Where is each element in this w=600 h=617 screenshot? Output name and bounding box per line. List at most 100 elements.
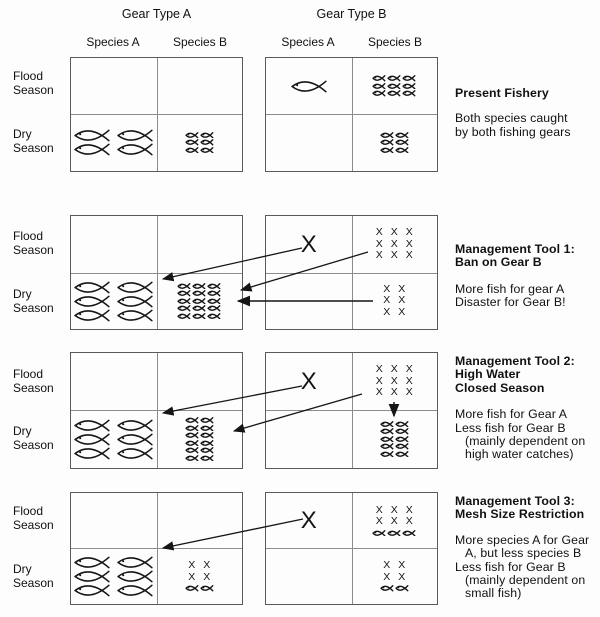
cell-tool3-gearA-dry-speciesA [71,549,157,603]
big-fish-icon [117,570,153,582]
small-fish-row [372,90,416,97]
x-mark-icon: X [375,237,383,250]
small-fish-icon [185,432,199,439]
big-fish-group [72,555,155,598]
x-mark-icon: X [383,305,391,318]
big-x-icon: X [300,506,317,534]
cell-tool3-gearA-flood-speciesA [71,493,157,548]
cell-present-gearA-dry-speciesB [157,115,243,170]
cell-tool2-gearA-dry-speciesB [157,411,243,467]
row-label-dry-tool2: Dry Season [13,424,54,452]
small-fish-icon [200,447,214,454]
small-fish-row [185,424,214,432]
big-x-group: X [301,232,317,257]
small-fish-row [380,139,409,146]
small-fish-icon [200,454,214,461]
big-fish-icon [117,584,153,596]
x-mark-icon: X [390,515,398,528]
big-fish-row [72,432,155,447]
x-mark-icon: X [390,249,398,262]
small-fish-icon [380,428,394,435]
column-divider [156,216,158,329]
cell-present-gearB-flood-speciesA [266,58,352,114]
small-fish-icon [380,146,394,154]
big-fish-icon [74,447,110,459]
x-mark-icon: X [405,249,413,262]
small-fish-row [185,432,214,439]
small-fish-icon [185,585,199,592]
x-mark-icon: X [375,386,383,399]
big-fish-row [72,142,155,157]
small-fish-icon [200,417,214,424]
small-fish-group [185,417,214,461]
small-fish-row [380,146,409,154]
small-fish-icon [402,82,416,90]
row-label-flood-tool2: Flood Season [13,367,54,395]
small-fish-icon [380,435,394,443]
small-fish-icon [402,90,416,97]
small-fish-icon [207,290,221,297]
gear-b-species-a-header: Species A [281,35,335,49]
small-fish-row [380,585,409,592]
small-fish-icon [402,529,416,537]
row-divider [71,273,242,275]
x-mark-icon: X [398,305,406,318]
small-fish-icon [380,131,394,139]
big-fish-group [289,79,329,94]
small-fish-icon [207,297,221,305]
big-x-group: X [301,369,317,394]
small-fish-icon [395,435,409,443]
cell-tool3-gearA-flood-speciesB [157,493,243,548]
small-fish-icon [192,282,206,290]
row-divider [266,548,437,550]
big-fish-icon [74,419,110,431]
small-fish-group [380,131,409,154]
small-fish-icon [395,450,409,458]
big-fish-icon [74,584,110,596]
x-mark-icon: X [390,226,398,239]
x-mark-icon: X [375,249,383,262]
x-mark-icon: X [375,503,383,516]
big-fish-icon [117,281,153,293]
x-mark-icon: X [398,282,406,295]
small-fish-icon [380,420,394,428]
big-fish-icon [117,419,153,431]
x-mark-icon: X [405,515,413,528]
small-fish-group [380,585,409,592]
big-fish-group [72,280,155,323]
small-fish-icon [192,312,206,320]
small-fish-group [380,420,409,458]
small-fish-icon [372,529,386,537]
big-fish-icon [74,556,110,568]
small-fish-icon [177,312,191,320]
big-fish-group [72,128,155,157]
small-fish-icon [380,585,394,592]
x-mark-icon: X [398,570,406,583]
small-fish-icon [192,290,206,297]
small-fish-icon [200,439,214,446]
big-fish-icon [117,129,153,142]
big-fish-row [72,294,155,309]
big-fish-group [72,418,155,461]
row-label-dry-tool3: Dry Season [13,562,54,590]
cell-tool2-gearA-dry-speciesA [71,411,157,467]
small-fish-row [185,146,214,154]
big-fish-row [72,418,155,433]
big-fish-row [72,555,155,570]
x-mark-icon: X [383,570,391,583]
big-fish-icon [74,433,110,445]
big-fish-icon [117,143,153,156]
small-fish-icon [200,139,214,146]
cell-present-gearB-dry-speciesB [352,115,438,170]
x-mark-icon: X [203,570,211,583]
small-fish-icon [387,90,401,97]
